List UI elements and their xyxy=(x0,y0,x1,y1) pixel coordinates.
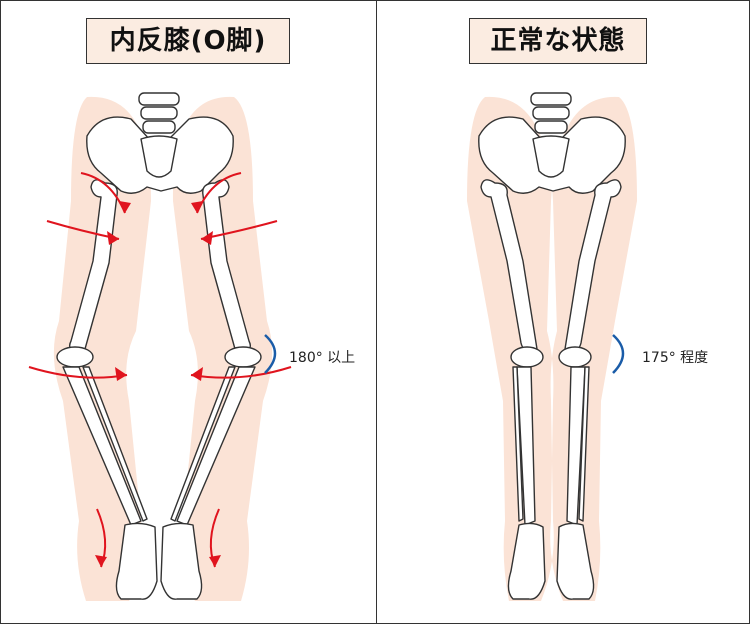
vertebra-3-normal xyxy=(534,120,568,134)
angle-arc-left xyxy=(264,334,277,374)
vertebra-1 xyxy=(138,92,180,106)
femur-right-normal xyxy=(564,179,622,352)
angle-label-bow-legs: 180° 以上 xyxy=(289,350,356,366)
vertebra-1-normal xyxy=(530,92,572,106)
knee-right-normal xyxy=(558,346,592,368)
foot-left xyxy=(115,522,158,600)
title-bow-legs: 内反膝(O脚) xyxy=(86,18,290,64)
knee-right xyxy=(224,346,262,368)
arrowhead-7 xyxy=(95,555,107,567)
panel-normal: 正常な状態 175° 程度 xyxy=(377,1,749,623)
tibia-left-normal xyxy=(516,366,536,526)
arrowhead-6 xyxy=(191,367,203,381)
femur-right xyxy=(202,179,252,352)
normal-legs-figure xyxy=(467,92,637,601)
femur-left xyxy=(68,179,118,352)
arrowhead-5 xyxy=(115,367,127,381)
arrowhead-3 xyxy=(191,201,203,213)
arrowhead-8 xyxy=(209,555,221,567)
fibula-right xyxy=(170,366,236,522)
tibia-left xyxy=(62,366,142,526)
angle-arc-right xyxy=(612,334,625,374)
tibia-right xyxy=(176,366,256,526)
femur-left-normal xyxy=(480,179,538,352)
panel-bow-legs: 内反膝(O脚) 180° 以上 xyxy=(1,1,376,623)
fibula-left xyxy=(82,366,148,522)
arrowhead-4 xyxy=(201,231,213,245)
tibia-right-normal xyxy=(566,366,586,526)
knee-left-normal xyxy=(510,346,544,368)
sacrum-normal xyxy=(532,135,570,178)
vertebra-2-normal xyxy=(532,106,570,120)
fibula-right-normal xyxy=(578,366,590,522)
foot-right-normal xyxy=(556,522,595,600)
panel-divider xyxy=(376,1,377,623)
arrowhead-1 xyxy=(119,201,131,213)
bow-legs-figure xyxy=(28,92,292,601)
arrow-heads xyxy=(95,201,221,567)
angle-label-normal: 175° 程度 xyxy=(642,350,709,366)
title-normal: 正常な状態 xyxy=(469,18,647,64)
sacrum xyxy=(140,135,178,178)
arrowhead-2 xyxy=(107,231,119,245)
vertebra-2 xyxy=(140,106,178,120)
knee-left xyxy=(56,346,94,368)
foot-left-normal xyxy=(507,522,546,600)
foot-right xyxy=(160,522,203,600)
fibula-left-normal xyxy=(512,366,524,522)
vertebra-3 xyxy=(142,120,176,134)
